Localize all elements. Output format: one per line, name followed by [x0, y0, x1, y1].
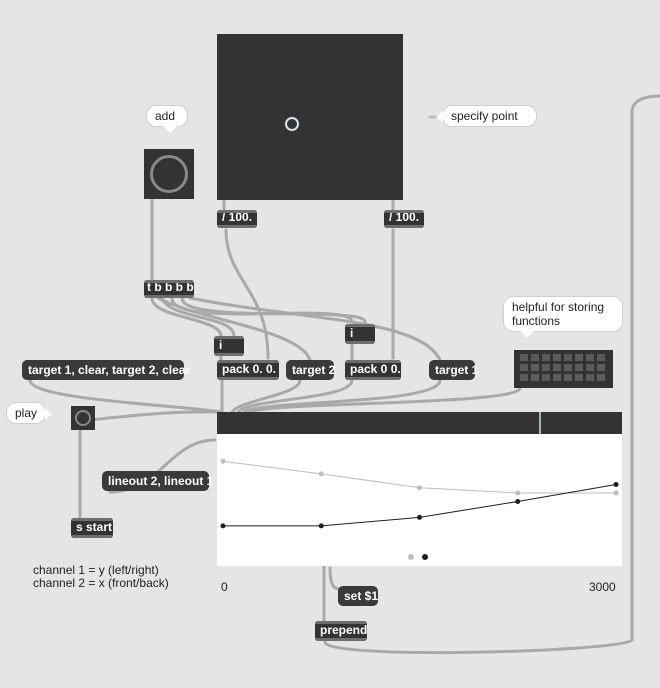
preset-slot[interactable]: [520, 374, 528, 381]
function-plot[interactable]: [217, 434, 622, 566]
bang-ring-icon: [75, 410, 91, 426]
helpful-bubble: helpful for storing functions: [503, 296, 623, 338]
function-series-1-point[interactable]: [220, 458, 226, 464]
pack-object-1[interactable]: pack 0. 0.: [217, 360, 279, 380]
preset-slot[interactable]: [586, 374, 594, 381]
function-series-2-point[interactable]: [220, 523, 226, 529]
preset-slot[interactable]: [564, 354, 572, 361]
trigger-object[interactable]: t b b b b: [144, 280, 194, 298]
toggle-ring-icon: [150, 155, 188, 193]
channel-2-comment: channel 2 = x (front/back): [33, 576, 169, 590]
preset-slot[interactable]: [564, 374, 572, 381]
preset-slot[interactable]: [597, 364, 605, 371]
function-series-1-point[interactable]: [318, 471, 324, 477]
function-header-divider: [539, 412, 541, 434]
preset-grid[interactable]: [514, 350, 613, 388]
preset-slot[interactable]: [597, 354, 605, 361]
preset-slot[interactable]: [542, 374, 550, 381]
pack-object-2[interactable]: pack 0 0.: [345, 360, 401, 380]
function-selector-dot[interactable]: [422, 554, 428, 560]
preset-slot[interactable]: [553, 364, 561, 371]
function-series-2-point[interactable]: [515, 498, 521, 504]
preset-slot[interactable]: [531, 364, 539, 371]
function-series-1-point[interactable]: [515, 490, 521, 496]
preset-slot[interactable]: [575, 364, 583, 371]
preset-slot[interactable]: [575, 354, 583, 361]
preset-slot[interactable]: [597, 374, 605, 381]
preset-slot[interactable]: [553, 354, 561, 361]
x-tick-label-max: 3000: [589, 580, 616, 594]
preset-slot[interactable]: [520, 364, 528, 371]
function-series-2-point[interactable]: [613, 482, 619, 488]
add-bubble: add: [146, 105, 188, 133]
preset-slot[interactable]: [575, 374, 583, 381]
lineout-message[interactable]: lineout 2, lineout 1: [102, 471, 213, 491]
preset-slot[interactable]: [586, 364, 594, 371]
divide-object-y[interactable]: / 100.: [384, 210, 424, 228]
function-series-2-point[interactable]: [318, 523, 324, 529]
preset-slot[interactable]: [531, 374, 539, 381]
preset-slot[interactable]: [520, 354, 528, 361]
function-series-1-point[interactable]: [613, 490, 619, 496]
preset-slot[interactable]: [542, 354, 550, 361]
function-header[interactable]: [217, 412, 622, 434]
target-1-message[interactable]: target 1: [429, 360, 478, 380]
divide-object-x[interactable]: / 100.: [217, 210, 257, 228]
function-series-1-point[interactable]: [417, 485, 422, 491]
preset-slot[interactable]: [586, 354, 594, 361]
send-start-object[interactable]: s start: [71, 518, 113, 538]
preset-slot[interactable]: [531, 354, 539, 361]
int-object-1[interactable]: i: [214, 336, 244, 356]
target-2-message[interactable]: target 2: [286, 360, 335, 380]
point-knob[interactable]: [285, 117, 299, 131]
point-area[interactable]: [217, 34, 403, 200]
channel-1-comment: channel 1 = y (left/right): [33, 563, 159, 577]
int-object-2[interactable]: i: [345, 324, 375, 344]
preset-slot[interactable]: [553, 374, 561, 381]
function-selector-dot[interactable]: [408, 554, 414, 560]
set-message[interactable]: set $1: [338, 586, 378, 606]
play-bang[interactable]: [71, 406, 95, 430]
preset-slot[interactable]: [542, 364, 550, 371]
add-toggle[interactable]: [144, 149, 194, 199]
prepend-object[interactable]: prepend: [315, 621, 367, 641]
preset-slot[interactable]: [564, 364, 572, 371]
specify-point-bubble: specify point: [436, 105, 537, 127]
play-bubble: play: [6, 402, 52, 424]
function-series-2-point[interactable]: [417, 514, 422, 520]
x-tick-label-min: 0: [221, 580, 228, 594]
target-clear-message[interactable]: target 1, clear, target 2, clear: [22, 360, 190, 380]
